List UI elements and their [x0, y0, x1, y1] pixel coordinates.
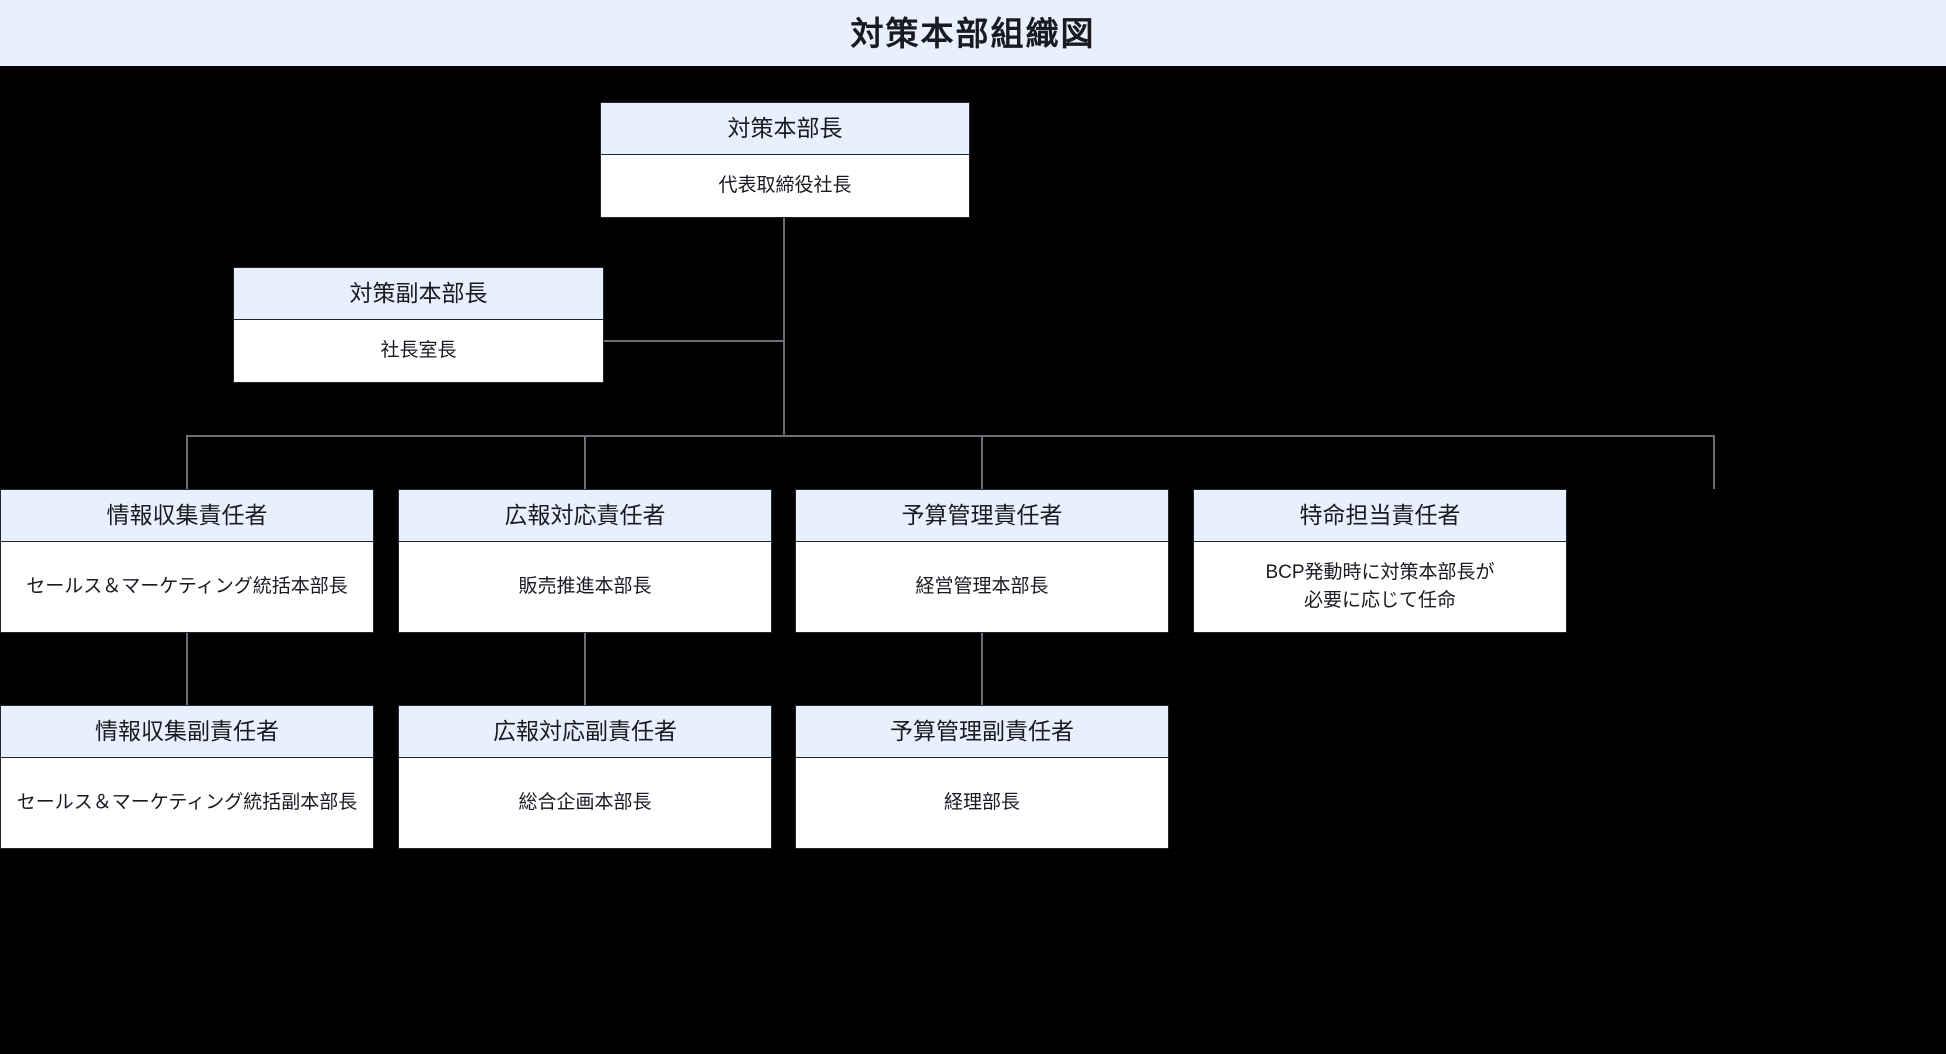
node-manager-3-role: 予算管理責任者: [796, 490, 1168, 542]
node-manager-2-person: 販売推進本部長: [399, 542, 771, 632]
node-manager-4-person: BCP発動時に対策本部長が 必要に応じて任命: [1194, 542, 1566, 632]
connector-manager-3-to-deputy-3: [981, 633, 983, 705]
connector-vice-chief-branch: [604, 340, 785, 342]
node-deputy-1-person: セールス＆マーケティング統括副本部長: [1, 758, 373, 848]
node-deputy-2[interactable]: 広報対応副責任者 総合企画本部長: [398, 705, 772, 849]
page-title: 対策本部組織図: [850, 14, 1096, 52]
connector-manager-bus: [187, 435, 1715, 437]
node-chief[interactable]: 対策本部長 代表取締役社長: [600, 102, 970, 218]
node-deputy-3[interactable]: 予算管理副責任者 経理部長: [795, 705, 1169, 849]
node-deputy-1[interactable]: 情報収集副責任者 セールス＆マーケティング統括副本部長: [0, 705, 374, 849]
node-deputy-2-person: 総合企画本部長: [399, 758, 771, 848]
node-deputy-3-role: 予算管理副責任者: [796, 706, 1168, 758]
node-manager-3-person: 経営管理本部長: [796, 542, 1168, 632]
connector-drop-manager-4: [1713, 435, 1715, 489]
node-chief-person: 代表取締役社長: [601, 155, 969, 217]
node-deputy-1-role: 情報収集副責任者: [1, 706, 373, 758]
node-vice-chief[interactable]: 対策副本部長 社長室長: [233, 267, 604, 383]
node-manager-1-person: セールス＆マーケティング統括本部長: [1, 542, 373, 632]
node-manager-4-role: 特命担当責任者: [1194, 490, 1566, 542]
node-manager-2-role: 広報対応責任者: [399, 490, 771, 542]
connector-drop-manager-3: [981, 435, 983, 489]
connector-manager-2-to-deputy-2: [584, 633, 586, 705]
node-manager-4[interactable]: 特命担当責任者 BCP発動時に対策本部長が 必要に応じて任命: [1193, 489, 1567, 633]
node-deputy-3-person: 経理部長: [796, 758, 1168, 848]
node-manager-1[interactable]: 情報収集責任者 セールス＆マーケティング統括本部長: [0, 489, 374, 633]
connector-drop-manager-1: [186, 435, 188, 489]
chart-title-bar: 対策本部組織図: [0, 0, 1946, 66]
node-chief-role: 対策本部長: [601, 103, 969, 155]
connector-chief-trunk: [783, 218, 785, 436]
node-deputy-2-role: 広報対応副責任者: [399, 706, 771, 758]
connector-drop-manager-2: [584, 435, 586, 489]
node-manager-1-role: 情報収集責任者: [1, 490, 373, 542]
connector-manager-1-to-deputy-1: [186, 633, 188, 705]
node-manager-2[interactable]: 広報対応責任者 販売推進本部長: [398, 489, 772, 633]
node-manager-3[interactable]: 予算管理責任者 経営管理本部長: [795, 489, 1169, 633]
node-vice-chief-role: 対策副本部長: [234, 268, 603, 320]
node-vice-chief-person: 社長室長: [234, 320, 603, 382]
